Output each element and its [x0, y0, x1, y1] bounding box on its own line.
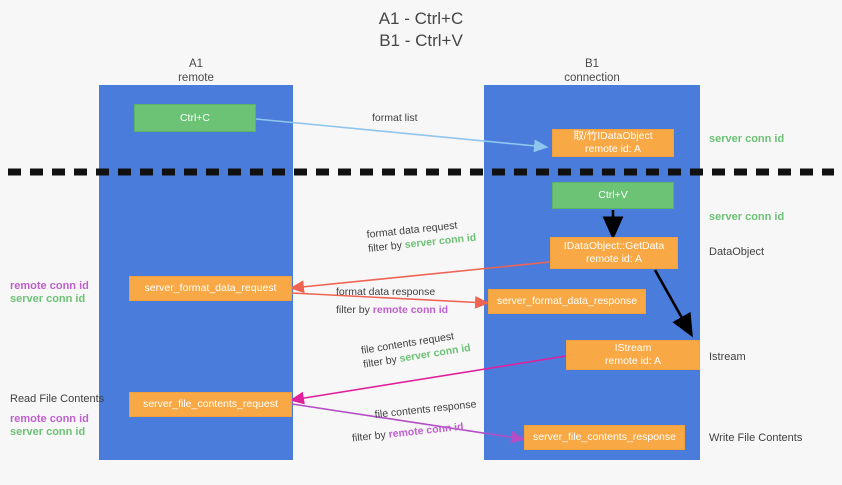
node-ctrl-c-line1: Ctrl+C — [179, 111, 211, 124]
edge-label-file-contents-response-line1: file contents response — [374, 398, 477, 421]
filter-value-4: remote conn id — [388, 420, 465, 441]
node-ctrl-v[interactable]: Ctrl+V — [552, 182, 674, 209]
lane-b1-name: B1 — [584, 58, 600, 70]
title-line-1: A1 - Ctrl+C — [378, 9, 464, 28]
edge-label-format-data-response-line2: filter by remote conn id — [336, 303, 448, 317]
filter-prefix-2: filter by — [336, 304, 373, 316]
edge-label-format-data-response-line1: format data response — [336, 286, 436, 298]
node-ctrl-v-line1: Ctrl+V — [598, 189, 628, 201]
lane-a1-sub: remote — [178, 72, 214, 84]
side-label-write-file-contents: Write File Contents — [709, 432, 803, 444]
filter-prefix-1: filter by — [367, 239, 406, 255]
node-server-file-contents-request[interactable]: server_file_contents_request — [129, 392, 292, 417]
filter-prefix-4: filter by — [351, 428, 390, 445]
filter-value-2: remote conn id — [372, 304, 449, 316]
side-label-server-conn-id-mid: server conn id — [709, 211, 785, 223]
edge-label-file-contents-response: file contents response filter by remote … — [351, 397, 479, 444]
edge-label-format-data-response: format data response filter by remote co… — [336, 285, 448, 317]
side-label-istream: Istream — [709, 351, 746, 363]
side-label-remote-conn-id-lower: remote conn id — [10, 413, 89, 425]
lane-a1-name: A1 — [188, 58, 204, 70]
node-server-file-contents-response[interactable]: server_file_contents_response — [524, 425, 685, 450]
side-label-dataobject: DataObject — [709, 246, 765, 258]
node-idataobject-getdata-line2: remote id: A — [585, 253, 643, 265]
node-idataobject-getdata-line1: IDataObject::GetData — [563, 240, 665, 252]
page-title: A1 - Ctrl+C B1 - Ctrl+V — [0, 8, 842, 52]
node-istream-line1: IStream — [614, 342, 652, 354]
node-server-file-contents-request-line1: server_file_contents_request — [143, 398, 278, 410]
lane-header-a1: A1 remote — [99, 57, 293, 85]
node-server-format-data-request[interactable]: server_format_data_request — [129, 276, 292, 301]
side-label-server-conn-id-upper: server conn id — [10, 293, 86, 305]
edge-label-file-contents-response-line2: filter by remote conn id — [351, 418, 479, 445]
node-idataobject-getdata[interactable]: IDataObject::GetData remote id: A — [550, 237, 678, 269]
lane-header-b1: B1 connection — [484, 57, 700, 85]
node-idataobject-line1: 取/竹IDataObject — [573, 130, 653, 142]
node-server-format-data-request-line1: server_format_data_request — [144, 282, 277, 294]
title-line-2: B1 - Ctrl+V — [379, 31, 463, 50]
edge-label-format-list: format list — [372, 111, 418, 125]
lane-b1-sub: connection — [564, 72, 620, 84]
node-ctrl-c[interactable]: Ctrl+C — [134, 104, 256, 132]
node-server-format-data-response[interactable]: server_format_data_response — [488, 289, 646, 314]
side-label-read-file-contents: Read File Contents — [10, 393, 105, 405]
edge-label-format-data-request: format data request filter by server con… — [366, 217, 477, 256]
node-idataobject[interactable]: 取/竹IDataObject remote id: A — [552, 129, 674, 157]
node-istream[interactable]: IStream remote id: A — [566, 340, 700, 370]
side-label-server-conn-id-top: server conn id — [709, 133, 785, 145]
node-istream-line2: remote id: A — [604, 355, 662, 367]
side-label-remote-conn-id-upper: remote conn id — [10, 280, 89, 292]
node-server-format-data-response-line1: server_format_data_response — [496, 295, 638, 307]
node-idataobject-line2: remote id: A — [584, 143, 642, 155]
node-server-file-contents-response-line1: server_file_contents_response — [532, 431, 676, 443]
edge-label-format-list-line1: format list — [372, 112, 418, 124]
side-label-server-conn-id-lower: server conn id — [10, 426, 86, 438]
edge-label-file-contents-request: file contents request filter by server c… — [360, 327, 472, 372]
